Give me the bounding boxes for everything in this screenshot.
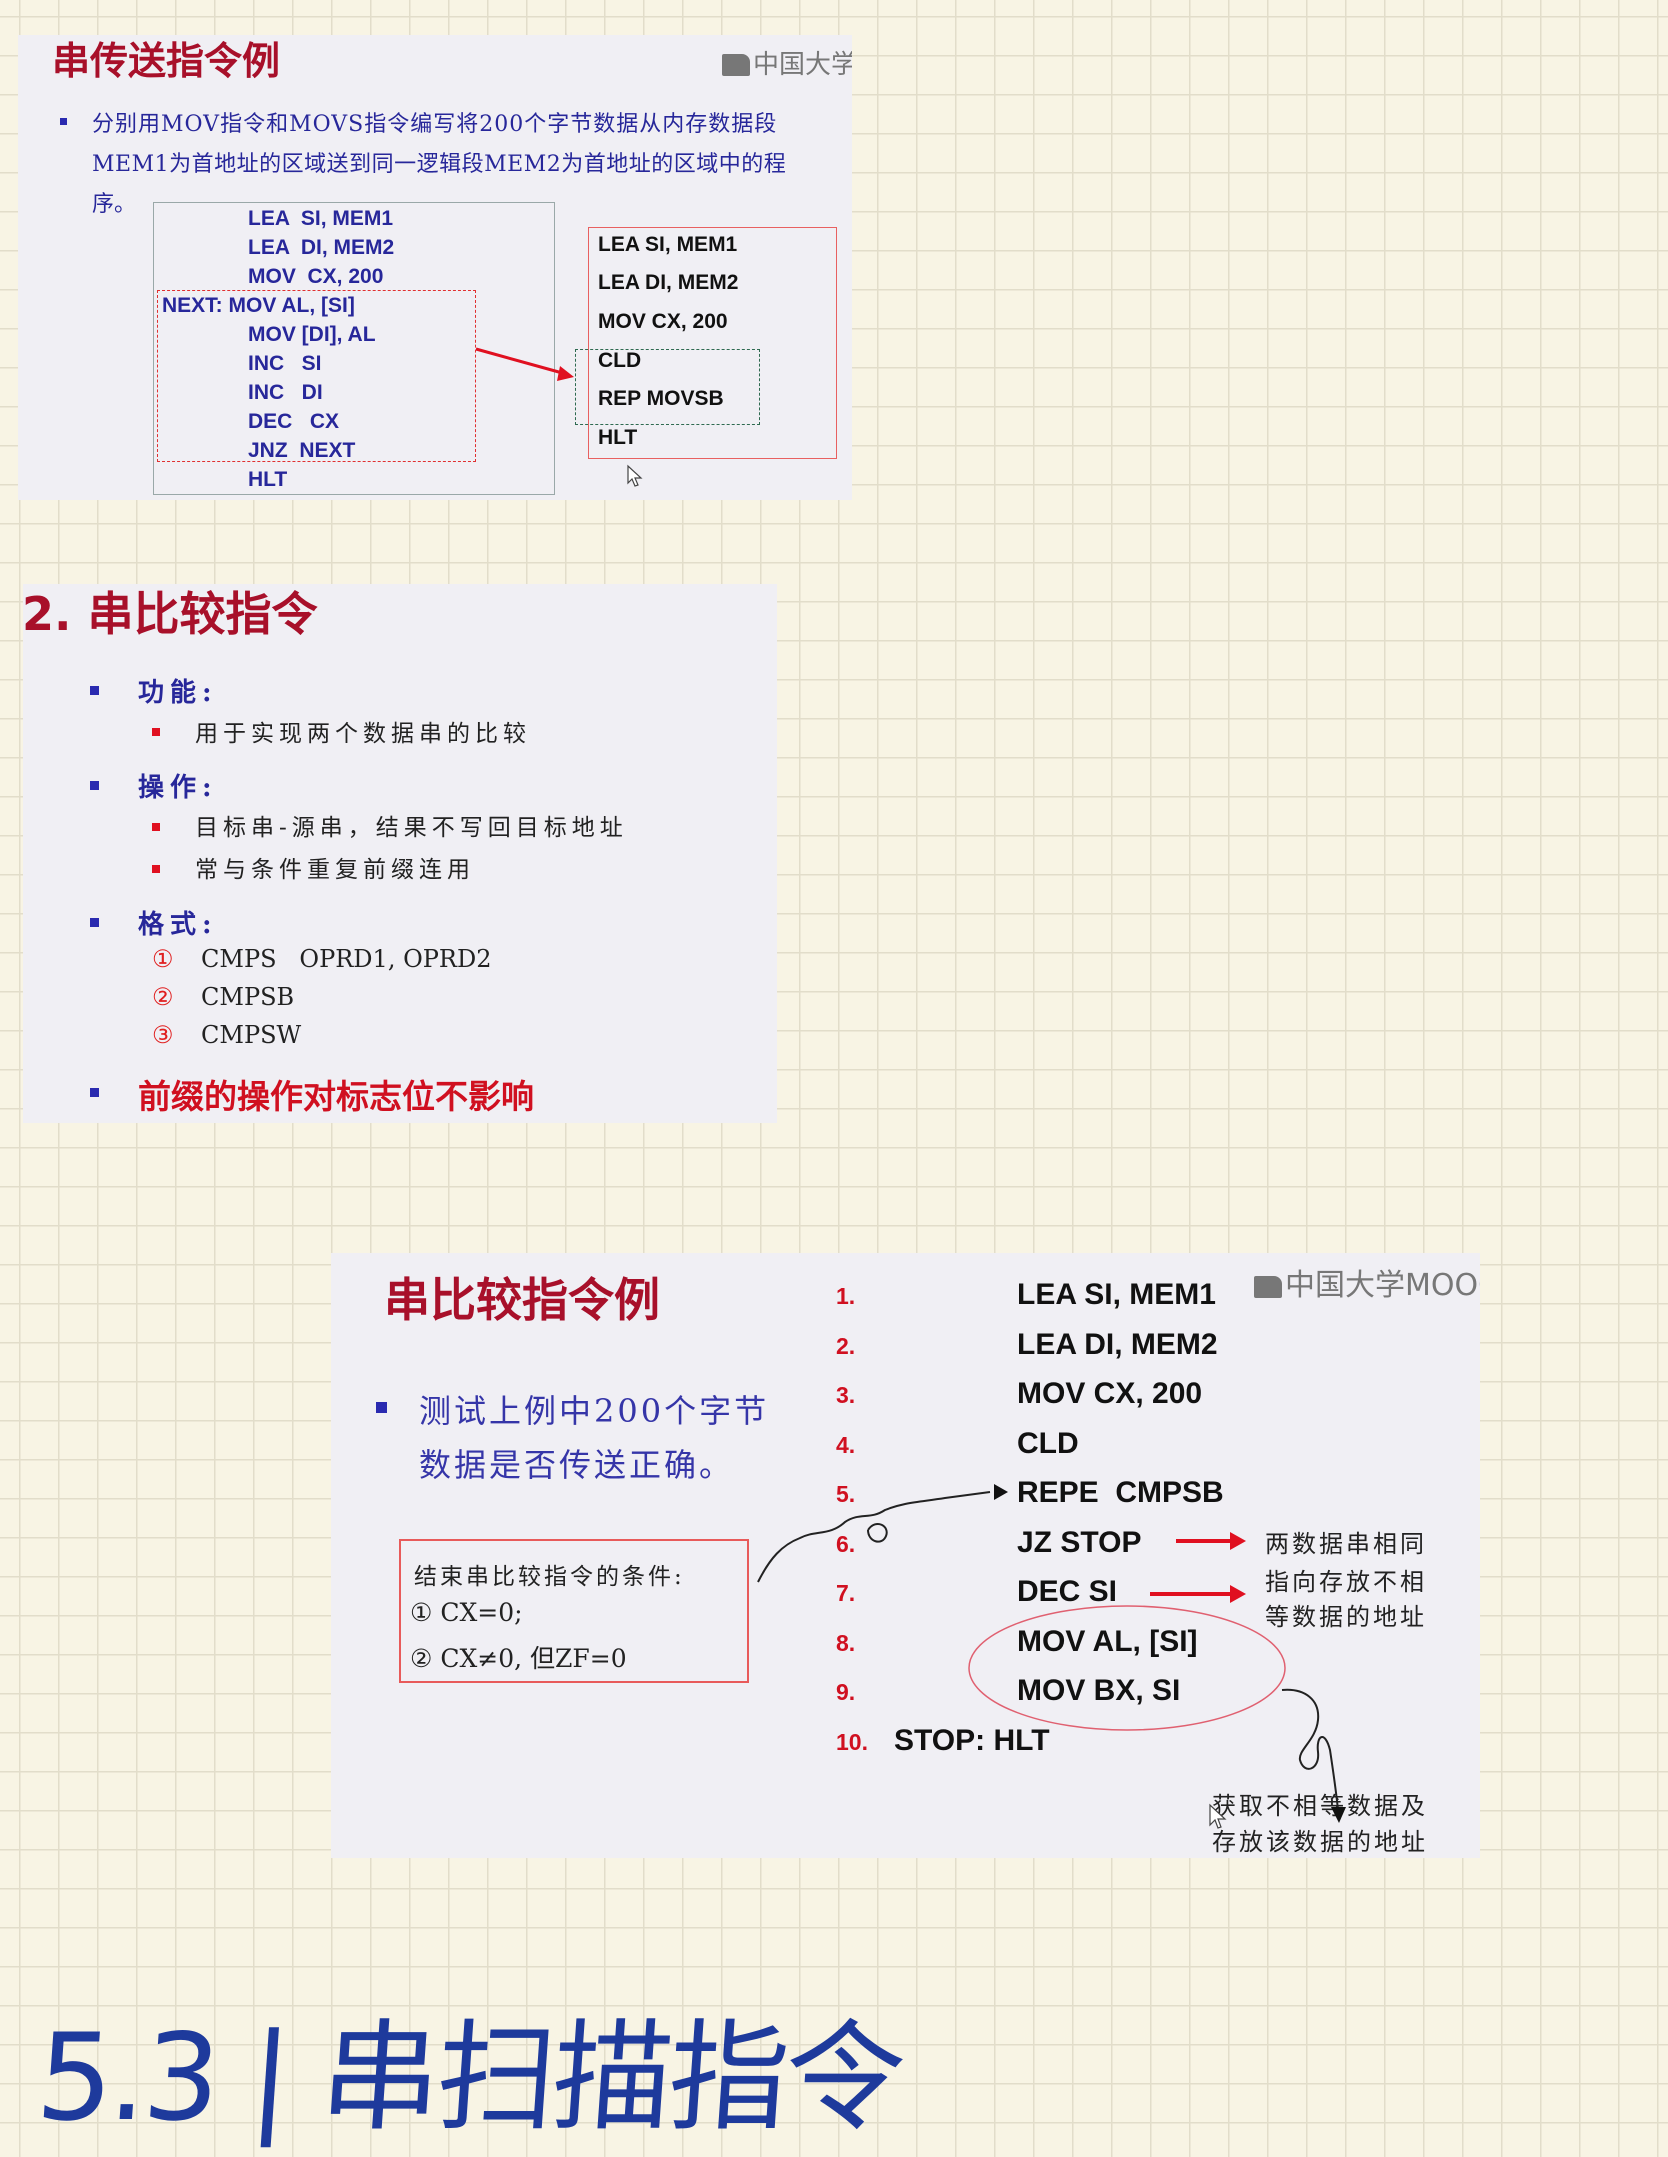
slide1-title: 串传送指令例 [52, 39, 281, 83]
sub-bullet-icon [152, 865, 160, 873]
mov-program-box [153, 202, 555, 495]
code-line: CLD [1017, 1427, 1079, 1460]
movs-program-box [588, 227, 837, 459]
mooc-logo: 中国大学M [722, 44, 852, 81]
code-line: REP MOVSB [598, 387, 724, 410]
section-label-operation: 操作: [138, 773, 218, 803]
condition-line: 结束串比较指令的条件: [414, 1564, 685, 1590]
code-line: CLD [598, 349, 642, 372]
bullet-icon [376, 1402, 387, 1413]
code-line: INC DI [248, 381, 323, 404]
code-line: LEA DI, MEM2 [248, 236, 395, 259]
slide3-annotations [757, 1484, 1346, 1829]
code-line: HLT [248, 468, 288, 491]
slide1-bullet-line: 序。 [92, 192, 137, 217]
code-line: NEXT: MOV AL, [SI] [162, 294, 355, 317]
section-item: 用于实现两个数据串的比较 [195, 721, 531, 747]
annotation-right: 等数据的地址 [1265, 1603, 1427, 1631]
line-number: 8. [836, 1630, 856, 1656]
code-line: LEA SI, MEM1 [598, 233, 738, 256]
sub-bullet-icon [152, 728, 160, 736]
code-line: HLT [598, 426, 638, 449]
line-number: 9. [836, 1679, 856, 1705]
code-line: MOV [DI], AL [248, 323, 376, 346]
code-line: MOV CX, 200 [598, 310, 728, 333]
code-line: LEA SI, MEM1 [248, 207, 394, 230]
code-line: STOP: HLT [894, 1724, 1050, 1757]
code-line: JNZ NEXT [248, 439, 356, 462]
section-item: 常与条件重复前缀连用 [195, 857, 475, 883]
slide1-bullet-line: MEM1为首地址的区域送到同一逻辑段MEM2为首地址的区域中的程 [92, 152, 787, 177]
code-line: LEA SI, MEM1 [1017, 1278, 1216, 1311]
code-line: MOV AL, [SI] [1017, 1625, 1198, 1658]
code-line: DEC SI [1017, 1575, 1118, 1608]
bullet-icon [90, 781, 99, 790]
annotation-right: 两数据串相同 [1265, 1530, 1427, 1558]
handdrawn-arrow-icon [1281, 1688, 1339, 1811]
line-number: 1. [836, 1283, 856, 1309]
format-number: ① [152, 945, 174, 973]
slide3-bullet-line: 测试上例中200个字节 [419, 1392, 770, 1430]
section-label-format: 格式: [138, 910, 218, 940]
line-number: 7. [836, 1580, 856, 1606]
bullet-icon [90, 1088, 99, 1097]
red-arrow-icon [1176, 1532, 1246, 1550]
annotation-bottom: 存放该数据的地址 [1212, 1828, 1428, 1856]
red-arrow-icon [1150, 1585, 1246, 1603]
format-number: ② [152, 983, 174, 1011]
line-number: 10. [836, 1729, 868, 1755]
mouse-cursor-icon [1209, 1803, 1227, 1829]
slide-string-compare [23, 584, 777, 1123]
slide3-title: 串比较指令例 [384, 1273, 660, 1327]
bullet-icon [90, 918, 99, 927]
slide3-bullet-line: 数据是否传送正确。 [419, 1446, 735, 1484]
line-number: 3. [836, 1382, 856, 1408]
code-line: INC SI [248, 352, 322, 375]
handwritten-heading: 5.3 | 串扫描指令 [32, 2009, 906, 2148]
sub-bullet-icon [152, 823, 160, 831]
section-label-function: 功能: [138, 678, 218, 708]
string-op-highlight-box [575, 349, 760, 425]
termination-conditions-box [399, 1539, 749, 1683]
code-line: MOV CX, 200 [1017, 1377, 1203, 1410]
highlight-ellipse [968, 1605, 1286, 1731]
arrowhead-icon [1331, 1807, 1346, 1823]
format-number: ③ [152, 1021, 174, 1049]
handdrawn-arrow-icon [757, 1491, 991, 1583]
format-text: CMPSW [201, 1021, 302, 1049]
slide-string-compare-example [331, 1253, 1480, 1858]
line-number: 6. [836, 1531, 856, 1557]
section-item: 目标串-源串，结果不写回目标地址 [195, 815, 628, 841]
code-line: LEA DI, MEM2 [598, 271, 739, 294]
format-text: CMPS OPRD1, OPRD2 [201, 945, 492, 973]
code-line: DEC CX [248, 410, 340, 433]
annotation-bottom: 获取不相等数据及 [1212, 1792, 1428, 1820]
bullet-icon [90, 686, 99, 695]
format-text: CMPSB [201, 983, 295, 1011]
line-number: 4. [836, 1432, 856, 1458]
condition-line: ① CX=0; [410, 1598, 523, 1627]
mouse-cursor-icon [627, 464, 643, 487]
condition-line: ② CX≠0, 但ZF=0 [410, 1644, 627, 1673]
code-line: JZ STOP [1017, 1526, 1142, 1559]
bullet-icon [60, 118, 67, 125]
code-line: MOV BX, SI [1017, 1674, 1181, 1707]
code-line: REPE CMPSB [1017, 1476, 1224, 1509]
red-arrow-icon [475, 347, 643, 487]
code-line: MOV CX, 200 [248, 265, 384, 288]
slide1-bullet-line: 分别用MOV指令和MOVS指令编写将200个字节数据从内存数据段 [92, 112, 778, 137]
line-number: 2. [836, 1333, 856, 1359]
code-line: LEA DI, MEM2 [1017, 1328, 1218, 1361]
annotation-right: 指向存放不相 [1265, 1568, 1427, 1596]
slide2-title: 2. 串比较指令 [22, 587, 318, 641]
prefix-note: 前缀的操作对标志位不影响 [138, 1077, 534, 1116]
loop-highlight-box [157, 290, 476, 462]
mooc-logo: 中国大学MOOC [1254, 1260, 1480, 1304]
arrowhead-icon [994, 1484, 1008, 1500]
line-number: 5. [836, 1481, 856, 1507]
